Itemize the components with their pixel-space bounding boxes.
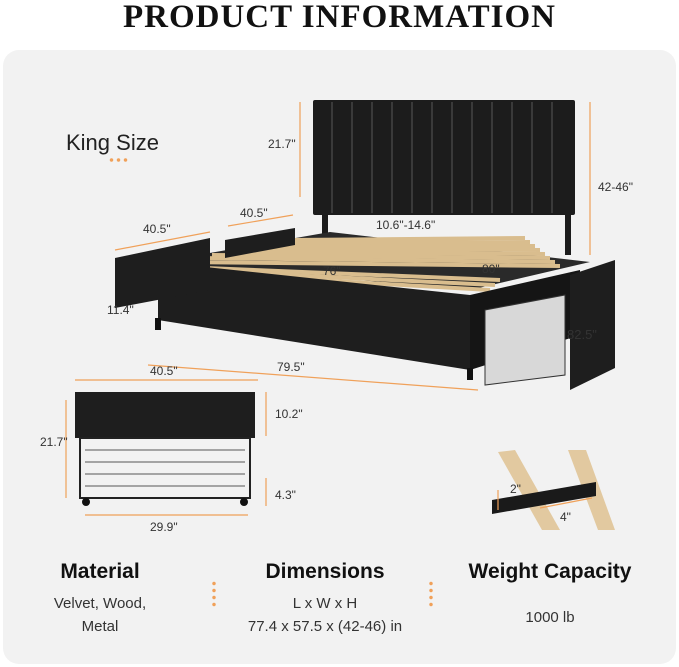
capacity-heading: Weight Capacity: [468, 560, 632, 583]
inner-width-label: 76": [323, 264, 341, 278]
drawer-front-width-label: 40.5": [150, 364, 178, 378]
right-drawer: [484, 260, 615, 390]
material-line2: Metal: [81, 618, 119, 635]
slat-detail: [492, 450, 615, 530]
capacity-line1: 1000 lb: [525, 609, 575, 626]
dimensions-line1: L x W x H: [292, 595, 358, 612]
drawer-width-mid-label: 40.5": [240, 206, 268, 220]
slat-thickness-label: 2": [510, 482, 521, 496]
accent-dots: [108, 158, 130, 162]
dimensions-line2: 77.4 x 57.5 x (42-46) in: [247, 618, 403, 635]
basket-height-label: 4.3": [275, 488, 296, 502]
left-drawer: [115, 228, 295, 308]
drawer-width-left-label: 40.5": [143, 222, 171, 236]
headboard-gap-label: 10.6"-14.6": [376, 218, 436, 232]
slat-width-label: 4": [560, 510, 571, 524]
drawer-depth-label: 82.5": [567, 327, 597, 342]
material-heading: Material: [60, 560, 140, 583]
dimensions-heading: Dimensions: [265, 560, 385, 583]
headboard: [313, 100, 575, 255]
clearance-label: 11.4": [107, 303, 134, 317]
material-line1: Velvet, Wood,: [53, 595, 147, 612]
basket-width-label: 29.9": [150, 520, 178, 534]
page-title: PRODUCT INFORMATION: [122, 0, 557, 35]
headboard-height-label: 21.7": [268, 137, 296, 151]
total-height-label: 42-46": [598, 180, 633, 194]
drawer-side-depth-label: 21.7": [40, 435, 68, 449]
outer-length-label: 79.5": [277, 360, 305, 374]
divider-dots-2: [429, 580, 433, 608]
size-label: King Size: [66, 130, 159, 155]
inner-length-label: 80": [482, 262, 500, 276]
divider-dots-1: [212, 580, 216, 608]
drawer-detail: [75, 392, 255, 506]
drawer-front-height-label: 10.2": [275, 407, 303, 421]
